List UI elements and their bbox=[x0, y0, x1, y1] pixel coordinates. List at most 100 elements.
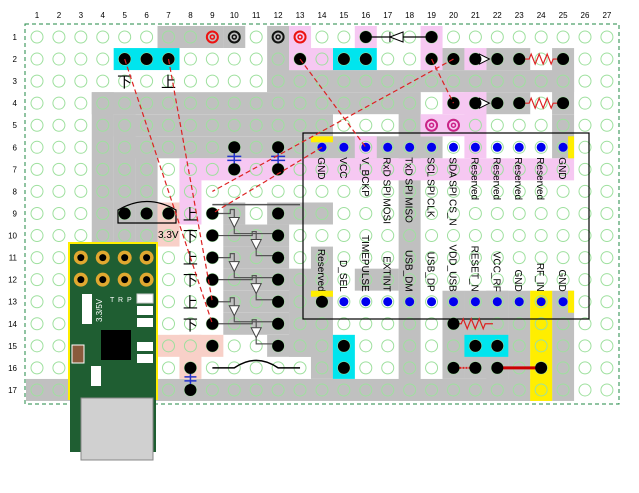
gps-pin-top[interactable] bbox=[536, 142, 546, 152]
hole bbox=[96, 184, 110, 198]
solder-pad[interactable] bbox=[491, 97, 504, 110]
solder-pad[interactable] bbox=[513, 53, 526, 66]
gps-pin-top[interactable] bbox=[492, 142, 502, 152]
hole bbox=[425, 317, 439, 331]
hole bbox=[512, 162, 526, 176]
solder-pad[interactable] bbox=[228, 141, 241, 154]
gps-pin-bottom[interactable] bbox=[514, 297, 524, 307]
solder-pad[interactable] bbox=[491, 339, 504, 352]
hole bbox=[403, 206, 417, 220]
terminal-icon[interactable] bbox=[205, 30, 219, 44]
solder-pad[interactable] bbox=[272, 141, 285, 154]
solder-pad[interactable] bbox=[557, 97, 570, 110]
terminal-icon[interactable] bbox=[425, 118, 439, 132]
gps-pin-bottom[interactable] bbox=[427, 297, 437, 307]
solder-pad[interactable] bbox=[557, 53, 570, 66]
solder-pad[interactable] bbox=[184, 361, 197, 374]
solder-pad[interactable] bbox=[140, 53, 153, 66]
solder-pad[interactable] bbox=[228, 163, 241, 176]
solder-pad[interactable] bbox=[206, 339, 219, 352]
hole bbox=[52, 184, 66, 198]
solder-pad[interactable] bbox=[162, 207, 175, 220]
solder-pad[interactable] bbox=[337, 361, 350, 374]
hole bbox=[162, 273, 176, 287]
hole bbox=[30, 74, 44, 88]
hole bbox=[293, 339, 307, 353]
gps-pin-label: GND bbox=[512, 269, 523, 291]
hole bbox=[293, 162, 307, 176]
solder-pad[interactable] bbox=[206, 295, 219, 308]
gps-pin-bottom[interactable] bbox=[558, 297, 568, 307]
solder-pad[interactable] bbox=[447, 361, 460, 374]
column-label: 14 bbox=[318, 11, 327, 20]
solder-pad[interactable] bbox=[425, 31, 438, 43]
regulator-outline[interactable] bbox=[117, 201, 177, 224]
usb-serial-module[interactable]: 3.3/5V T R P bbox=[68, 242, 158, 461]
solder-pad[interactable] bbox=[272, 229, 285, 242]
solder-pad[interactable] bbox=[162, 53, 175, 66]
solder-pad[interactable] bbox=[535, 361, 548, 374]
solder-pad[interactable] bbox=[469, 53, 482, 66]
solder-pad[interactable] bbox=[272, 207, 285, 220]
solder-pad[interactable] bbox=[447, 53, 460, 66]
solder-pad[interactable] bbox=[359, 53, 372, 66]
inverter-wire bbox=[212, 230, 279, 257]
gps-pin-bottom[interactable] bbox=[405, 297, 415, 307]
gps-pin-bottom[interactable] bbox=[470, 297, 480, 307]
gps-pin-top[interactable] bbox=[339, 142, 349, 152]
gps-pin-bottom[interactable] bbox=[339, 297, 349, 307]
solder-pad[interactable] bbox=[294, 53, 307, 66]
solder-pad[interactable] bbox=[469, 97, 482, 110]
terminal-icon[interactable] bbox=[446, 118, 460, 132]
hole bbox=[578, 317, 592, 331]
gps-pin-top[interactable] bbox=[514, 142, 524, 152]
gps-pin-top[interactable] bbox=[470, 142, 480, 152]
terminal-icon[interactable] bbox=[271, 30, 285, 44]
solder-pad[interactable] bbox=[425, 53, 438, 66]
gps-module-outline[interactable] bbox=[302, 132, 590, 320]
gps-pin-bottom[interactable] bbox=[361, 297, 371, 307]
solder-pad[interactable] bbox=[206, 251, 219, 264]
solder-pad[interactable] bbox=[491, 361, 504, 374]
solder-pad[interactable] bbox=[337, 339, 350, 352]
gps-pin-bottom[interactable] bbox=[383, 297, 393, 307]
solder-pad[interactable] bbox=[206, 317, 219, 330]
hole bbox=[315, 96, 329, 110]
solder-pad[interactable] bbox=[206, 229, 219, 242]
solder-pad[interactable] bbox=[272, 317, 285, 330]
hole bbox=[490, 251, 504, 265]
solder-pad[interactable] bbox=[272, 273, 285, 286]
solder-pad[interactable] bbox=[359, 31, 372, 43]
solder-pad[interactable] bbox=[272, 251, 285, 264]
highlight-pink bbox=[179, 158, 202, 225]
gps-pin-top[interactable] bbox=[558, 142, 568, 152]
gps-pin-top[interactable] bbox=[405, 142, 415, 152]
solder-pad[interactable] bbox=[513, 97, 526, 110]
gps-pin-top[interactable] bbox=[383, 142, 393, 152]
solder-pad[interactable] bbox=[184, 383, 197, 396]
solder-pad[interactable] bbox=[118, 53, 131, 66]
gps-pin-bottom[interactable] bbox=[448, 297, 458, 307]
solder-pad[interactable] bbox=[272, 163, 285, 176]
solder-pad[interactable] bbox=[469, 339, 482, 352]
solder-pad[interactable] bbox=[469, 361, 482, 374]
hole bbox=[74, 229, 88, 243]
solder-pad[interactable] bbox=[140, 207, 153, 220]
solder-pad[interactable] bbox=[337, 53, 350, 66]
terminal-icon[interactable] bbox=[293, 30, 307, 44]
hole bbox=[52, 339, 66, 353]
solder-pad[interactable] bbox=[447, 317, 460, 330]
terminal-icon[interactable] bbox=[227, 30, 241, 44]
gps-pin-top[interactable] bbox=[448, 142, 458, 152]
inverter-wire bbox=[212, 208, 279, 235]
gps-pin-bottom[interactable] bbox=[492, 297, 502, 307]
solder-pad[interactable] bbox=[491, 53, 504, 66]
solder-pad[interactable] bbox=[272, 339, 285, 352]
hole bbox=[183, 273, 197, 287]
solder-pad[interactable] bbox=[315, 295, 328, 308]
gps-pin-top[interactable] bbox=[427, 142, 437, 152]
solder-pad[interactable] bbox=[118, 207, 131, 220]
hole bbox=[337, 96, 351, 110]
gps-pin-bottom[interactable] bbox=[536, 297, 546, 307]
solder-pad[interactable] bbox=[272, 295, 285, 308]
